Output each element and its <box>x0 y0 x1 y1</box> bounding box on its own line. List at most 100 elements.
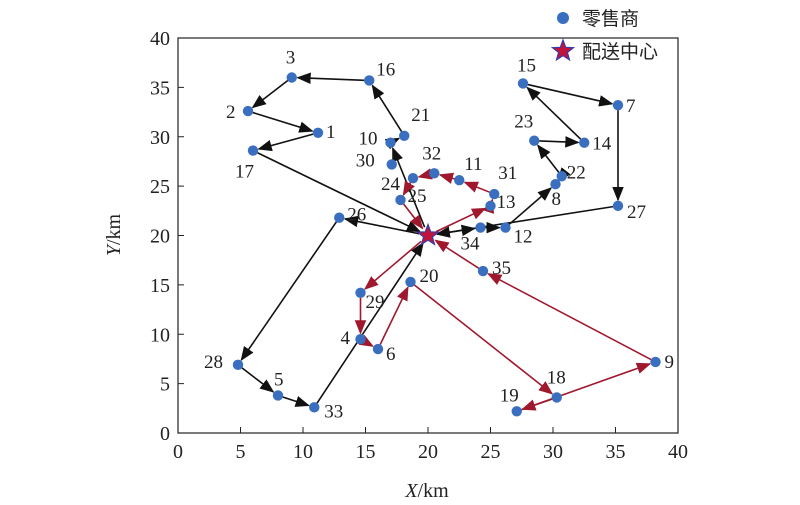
point-label-34: 34 <box>461 234 481 255</box>
retailer-point-22 <box>556 171 567 182</box>
y-tick-label: 40 <box>150 28 170 50</box>
retailer-point-31 <box>489 188 500 200</box>
y-axis-title: Y/km <box>103 213 125 256</box>
retailer-point-24 <box>407 173 419 184</box>
point-label-3: 3 <box>286 48 296 69</box>
routes <box>240 72 652 411</box>
y-tick-label: 25 <box>150 176 170 198</box>
x-tick-label: 35 <box>606 441 626 463</box>
retailer-point-17 <box>247 145 259 156</box>
route-4-segment <box>435 207 487 233</box>
point-label-33: 33 <box>324 401 343 422</box>
route-3-segment <box>508 187 553 225</box>
y-tick-label: 10 <box>150 324 170 346</box>
route-5-segment <box>363 240 422 290</box>
point-label-19: 19 <box>500 385 519 406</box>
route-3-segment <box>527 83 614 107</box>
x-tick-label: 5 <box>236 441 246 463</box>
point-label-15: 15 <box>517 55 536 76</box>
point-label-21: 21 <box>411 105 430 126</box>
point-label-27: 27 <box>627 202 646 223</box>
x-tick-label: 0 <box>173 441 183 463</box>
retailer-point-33 <box>309 402 320 413</box>
retailer-point-26 <box>334 212 345 223</box>
route-3-segment <box>539 136 580 148</box>
route-3-segment <box>435 205 614 238</box>
point-label-14: 14 <box>592 134 612 155</box>
point-label-23: 23 <box>514 112 533 133</box>
retailer-point-28 <box>232 359 244 371</box>
legend-center-star-icon <box>550 38 576 62</box>
retailer-point-29 <box>355 287 366 298</box>
y-tick-label: 20 <box>150 226 170 248</box>
point-label-2: 2 <box>226 102 236 123</box>
x-tick-label: 40 <box>668 441 688 463</box>
retailer-point-14 <box>579 137 590 148</box>
route-4-segment <box>402 180 415 196</box>
point-labels: 1234567891011121314151617181920212223242… <box>204 48 674 423</box>
retailer-point-23 <box>529 135 540 146</box>
point-label-12: 12 <box>514 227 533 248</box>
point-label-31: 31 <box>498 163 517 184</box>
route-4-segment <box>463 181 490 193</box>
retailer-point-5 <box>272 390 284 401</box>
route-5-segment <box>521 362 652 411</box>
route-1-segment <box>252 111 314 133</box>
retailer-point-25 <box>395 194 406 206</box>
point-label-10: 10 <box>359 129 378 150</box>
route-5-segment <box>434 239 480 270</box>
legend-retailer-label: 零售商 <box>582 8 639 30</box>
retailer-point-11 <box>454 175 465 186</box>
retailer-point-9 <box>650 356 661 368</box>
x-tick-label: 30 <box>543 441 563 463</box>
retailer-point-35 <box>477 265 489 277</box>
point-label-29: 29 <box>366 292 385 313</box>
point-label-8: 8 <box>552 189 562 210</box>
x-tick-label: 15 <box>356 441 376 463</box>
retailer-point-15 <box>517 78 529 89</box>
retailer-point-18 <box>551 392 562 403</box>
y-axis-unit: /km <box>103 213 125 245</box>
point-label-11: 11 <box>464 154 482 175</box>
x-tick-label: 10 <box>293 441 313 463</box>
retailer-point-8 <box>550 178 561 190</box>
point-label-20: 20 <box>420 266 439 287</box>
point-label-35: 35 <box>492 258 511 279</box>
point-label-18: 18 <box>547 367 566 388</box>
route-1-segment <box>251 79 289 109</box>
x-axis-unit: /km <box>418 480 450 502</box>
y-tick-label: 35 <box>150 77 170 99</box>
y-tick-label: 5 <box>160 374 170 396</box>
legend-retailer-marker <box>557 12 569 24</box>
point-label-26: 26 <box>347 205 366 226</box>
point-label-6: 6 <box>386 344 396 365</box>
point-label-7: 7 <box>626 96 636 117</box>
point-label-32: 32 <box>422 143 441 164</box>
retailer-point-10 <box>385 137 396 148</box>
route-4-segment <box>402 203 424 230</box>
route-2-segment <box>343 215 420 235</box>
retailer-point-3 <box>286 72 297 83</box>
route-2-segment <box>241 367 275 393</box>
point-label-22: 22 <box>567 162 586 183</box>
retailer-point-16 <box>364 75 375 86</box>
y-axis-var: Y <box>103 243 125 256</box>
route-1-segment <box>371 84 403 132</box>
route-5-segment <box>413 284 554 395</box>
distribution-center-star-icon <box>415 222 441 246</box>
x-axis-var: X <box>404 480 418 502</box>
route-3-segment <box>537 144 560 173</box>
route-4-segment <box>438 172 455 184</box>
point-label-5: 5 <box>274 369 284 390</box>
route-2-segment <box>316 241 424 404</box>
y-tick-label: 0 <box>160 423 170 445</box>
retailer-point-19 <box>511 406 522 417</box>
route-1-segment <box>384 137 401 150</box>
route-5-segment <box>379 286 409 345</box>
point-label-25: 25 <box>408 186 427 207</box>
retailer-point-4 <box>355 333 366 345</box>
route-1-segment <box>257 152 422 233</box>
route-1-segment <box>296 72 365 84</box>
x-tick-label: 20 <box>418 441 438 463</box>
route-2-segment <box>282 395 310 407</box>
